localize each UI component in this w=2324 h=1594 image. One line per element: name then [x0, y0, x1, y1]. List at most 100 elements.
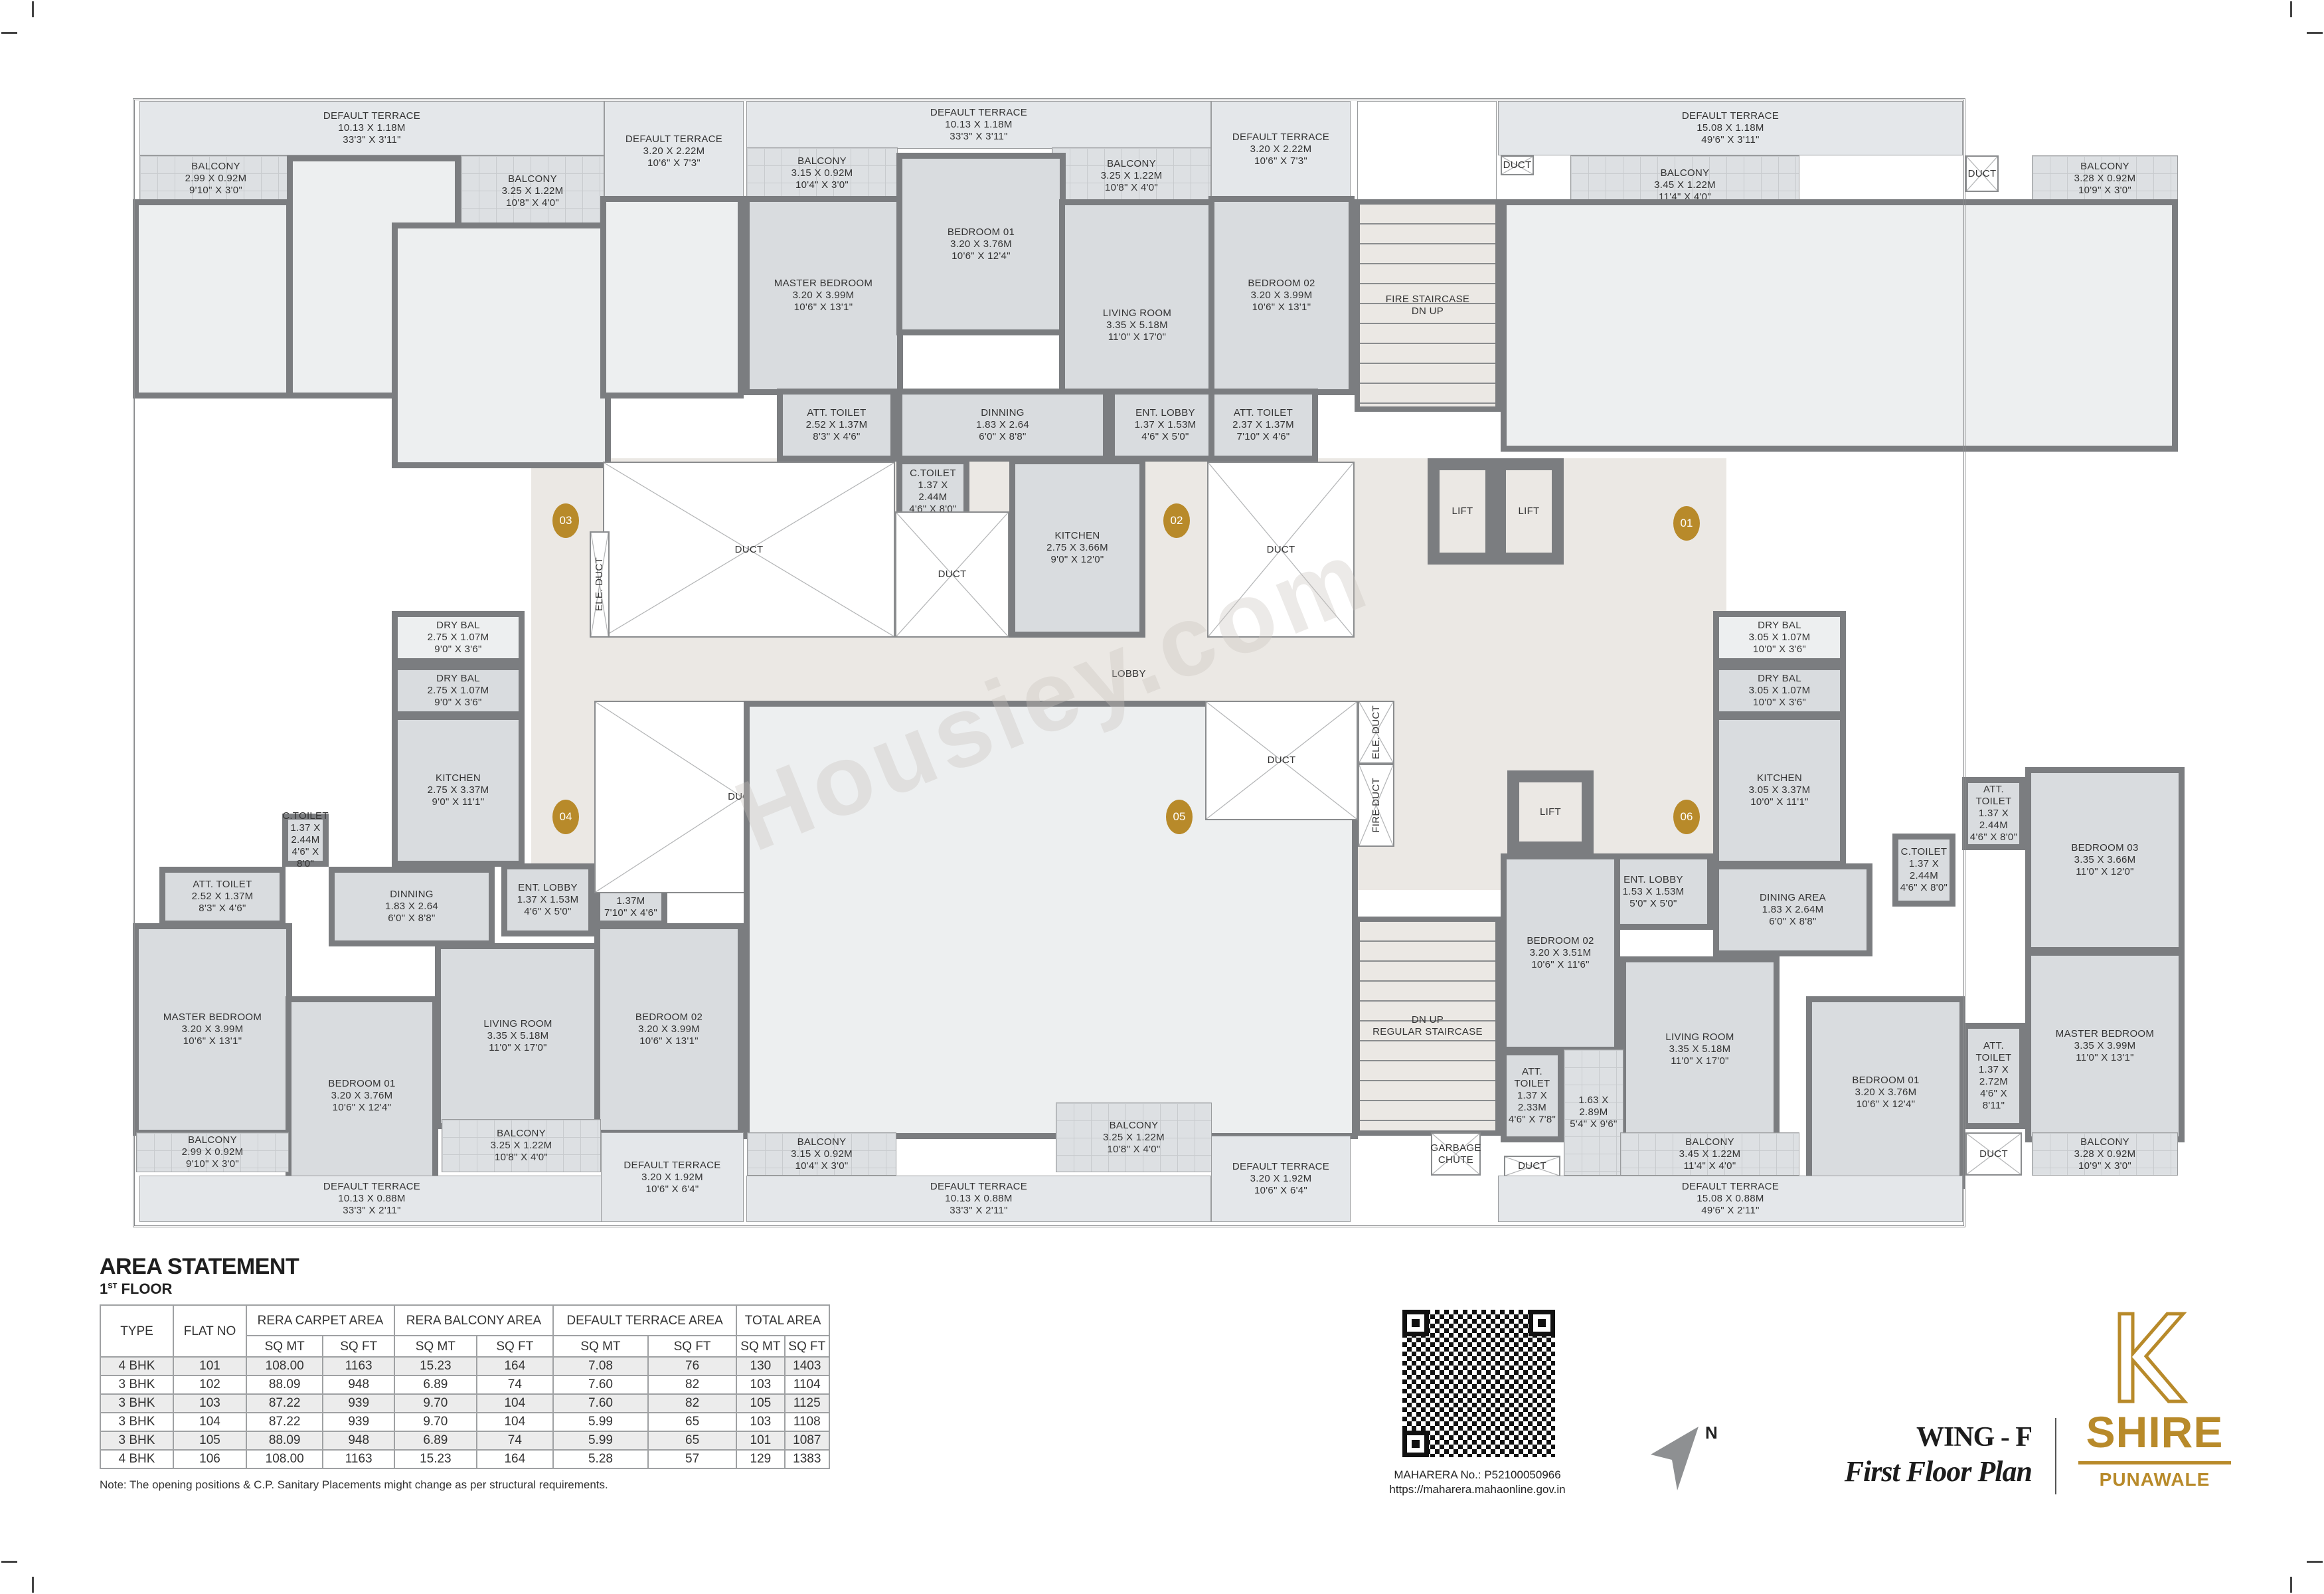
room-dim-imperial: 10'9" X 3'0"	[2078, 185, 2132, 196]
room-dim-metric: 10.13 X 1.18M	[945, 119, 1013, 130]
room-dim-metric: 3.20 X 3.99M	[181, 1023, 244, 1035]
room-dim-imperial: 10'0" X 11'1"	[1750, 796, 1809, 808]
room-dim-imperial: 6'0" X 8'8"	[1769, 916, 1817, 927]
maharera-url[interactable]: https://maharera.mahaonline.gov.in	[1389, 1483, 1566, 1496]
room-label: C.TOILET	[1900, 846, 1948, 857]
room-label: C.TOILET	[282, 810, 329, 822]
room-label: ATT. TOILET	[1514, 1066, 1550, 1089]
room-dim-metric: 10.13 X 0.88M	[338, 1193, 406, 1204]
room-label: DINNING	[981, 407, 1025, 418]
room-label: MASTER BEDROOM	[774, 278, 873, 289]
cell-tot-m: 105	[736, 1393, 786, 1413]
room-dim-imperial: 49'6" X 2'11"	[1701, 1205, 1760, 1216]
room-dim-metric: 3.20 X 1.92M	[1250, 1173, 1312, 1184]
cell-type: 4 BHK	[100, 1449, 174, 1469]
cell-type: 3 BHK	[100, 1375, 174, 1395]
room-label: BEDROOM 01	[1852, 1075, 1920, 1086]
room-dim-imperial: 10'6" X 12'4"	[332, 1102, 392, 1113]
room-dim-imperial: 10'6" X 6'4"	[1254, 1185, 1308, 1196]
cell-carpet-m: 88.09	[245, 1375, 324, 1395]
crop-mark	[32, 1577, 34, 1593]
flat-badge-06: 06	[1673, 800, 1700, 834]
room-label: DEFAULT TERRACE	[625, 133, 723, 145]
col-sqmt: SQ MT	[394, 1335, 477, 1358]
room-dim-imperial: 10'6" X 13'1"	[639, 1035, 699, 1047]
cell-carpet-m: 108.00	[245, 1356, 324, 1376]
room-label: DEFAULT TERRACE	[623, 1159, 721, 1171]
room-dim-metric: 3.05 X 1.07M	[1748, 685, 1811, 696]
col-total: TOTAL AREA	[736, 1304, 830, 1336]
room-dim-metric: 3.15 X 0.92M	[791, 167, 853, 179]
room-dim-metric: 3.15 X 0.92M	[791, 1148, 853, 1160]
room-label: BALCONY	[1109, 1119, 1159, 1131]
room-label: LIFT	[1539, 806, 1562, 818]
room-dim-imperial: 5'0" X 5'0"	[1629, 897, 1677, 909]
logo-location: PUNAWALE	[2099, 1469, 2210, 1490]
room-flat-101	[1501, 199, 2178, 452]
room-dim-imperial: 10'4" X 3'0"	[795, 1160, 849, 1172]
room-dim-imperial: 4'6" X 5'0"	[1141, 431, 1189, 442]
room-dim-metric: 2.99 X 0.92M	[185, 173, 247, 184]
room-label: DEFAULT TERRACE	[1681, 110, 1780, 122]
crop-mark	[2307, 32, 2323, 34]
room-bed-103-a	[133, 199, 292, 398]
room-label: BALCONY	[797, 155, 847, 167]
room-label: ELE. DUCT	[594, 557, 605, 612]
north-arrow-icon	[1651, 1427, 1699, 1490]
room-label: BEDROOM 01	[328, 1078, 396, 1089]
room-dim-metric: 3.20 X 3.51M	[1529, 947, 1592, 958]
room-dim-imperial: 10'6" X 6'4"	[645, 1183, 699, 1195]
floor-label: 1ST FLOOR	[100, 1281, 173, 1297]
room-label: DUCT	[734, 543, 764, 555]
cell-type: 4 BHK	[100, 1356, 174, 1376]
room-dim-imperial: 49'6" X 3'11"	[1701, 134, 1760, 145]
col-sqft: SQ FT	[322, 1335, 395, 1358]
room-dim-imperial: 4'6" X 8'0"	[1969, 832, 2018, 843]
col-sqmt: SQ MT	[245, 1335, 324, 1358]
room-dim-metric: DN UP	[1411, 1014, 1444, 1025]
room-label: BALCONY	[1660, 167, 1710, 179]
cell-bal-m: 9.70	[394, 1393, 477, 1413]
cell-flat: 101	[173, 1356, 247, 1376]
room-label: DUCT	[1503, 159, 1532, 171]
cell-tot-m: 103	[736, 1412, 786, 1432]
room-label: BEDROOM 02	[1527, 935, 1594, 946]
room-dim-imperial: DN UP	[1411, 306, 1444, 317]
room-duct-101-a: DUCT	[1501, 155, 1534, 175]
qr-code[interactable]	[1402, 1310, 1555, 1457]
room-label: DUCT	[1979, 1148, 2008, 1160]
room-lift-1: LIFT	[1428, 458, 1497, 565]
cell-tot-ft: 1087	[784, 1431, 831, 1451]
room-dim-imperial: 10'0" X 3'6"	[1752, 697, 1807, 708]
room-label: DEFAULT TERRACE	[1232, 1161, 1330, 1172]
room-label: MASTER BEDROOM	[163, 1012, 262, 1023]
flat-badge-02: 02	[1163, 503, 1190, 538]
room-dim-imperial: 10'9" X 3'0"	[2078, 1160, 2132, 1172]
room-dim-metric: 3.20 X 3.76M	[331, 1090, 393, 1101]
room-label: DEFAULT TERRACE	[1681, 1181, 1780, 1192]
room-dim-imperial: 9'0" X 3'6"	[434, 644, 482, 655]
col-sqmt: SQ MT	[736, 1335, 786, 1358]
room-dim-metric: 2.99 X 0.92M	[181, 1146, 244, 1158]
room-label: FIRE STAIRCASE	[1385, 294, 1470, 305]
cell-ter-m: 7.60	[552, 1375, 649, 1395]
room-label: DRY BAL	[436, 673, 480, 684]
cell-bal-ft: 164	[475, 1449, 554, 1469]
room-label: BALCONY	[497, 1128, 546, 1139]
